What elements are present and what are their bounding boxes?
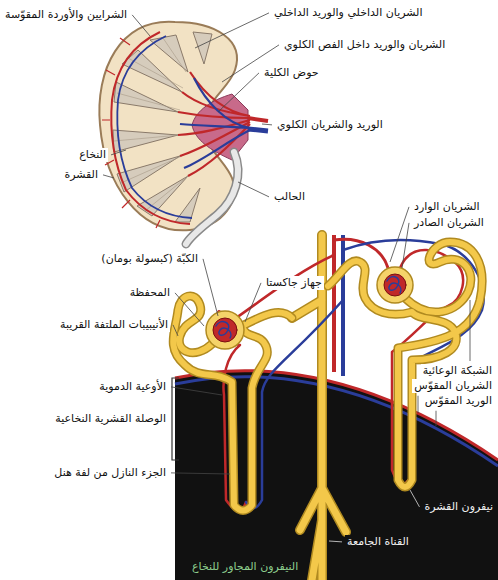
- pyramid-stripes: [114, 38, 188, 211]
- leader-line: [238, 182, 269, 197]
- part-label: الشريان الداخلي والوريد الداخلي: [272, 6, 425, 20]
- part-label: الشريان والوريد داخل الفص الكلوي: [282, 38, 447, 52]
- part-label: الوريد والشريان الكلوي: [275, 118, 385, 132]
- part-label: النيفرون المجاور للنخاع: [190, 560, 300, 574]
- part-label: الحالب: [272, 190, 307, 204]
- part-label: حوض الكلية: [262, 66, 321, 80]
- part-label: القناة الجامعة: [345, 535, 411, 549]
- renal-vein: [248, 129, 268, 131]
- interlobular-vein: [341, 235, 345, 376]
- arcuate-artery: [111, 32, 190, 224]
- pyramid: [114, 82, 178, 112]
- stripe: [114, 38, 188, 211]
- left-nephron: [173, 255, 343, 511]
- part-label: القشرة: [62, 168, 100, 182]
- tubule: [173, 296, 292, 511]
- leader-line: [195, 13, 269, 48]
- leader-line: [132, 15, 150, 36]
- leader-line: [418, 396, 419, 413]
- bracket: [172, 378, 179, 460]
- vasa-recta-vein: [246, 300, 343, 508]
- leader-line: [329, 541, 342, 543]
- leader-line: [203, 259, 218, 316]
- part-label: الكبّة (كبسولة بومان): [99, 252, 200, 266]
- part-label: المحفظة: [128, 286, 172, 300]
- glomerulus-coil: [216, 322, 231, 338]
- part-label: الأوعية الدموية: [97, 380, 168, 394]
- part-label: نيفرون القشرة: [422, 500, 495, 514]
- leader-line: [245, 283, 261, 322]
- leader-line: [390, 207, 409, 262]
- part-label: الوريد المقوّس: [423, 394, 494, 408]
- part-label: الشريان الوارد: [412, 200, 482, 214]
- leader-line: [103, 175, 114, 178]
- part-label: الشبكة الوعائية: [421, 364, 494, 378]
- part-label: النخاع: [77, 148, 108, 162]
- part-label: الأنيبيبات الملتفة القريبة: [58, 318, 170, 332]
- leader-line: [171, 473, 230, 474]
- leader-line: [410, 490, 419, 507]
- glomerulus: [384, 274, 406, 296]
- renal-artery: [248, 118, 268, 121]
- ureter: [186, 152, 238, 244]
- leader-line: [436, 411, 437, 426]
- leader-line: [470, 300, 471, 361]
- glomerulus: [213, 318, 237, 342]
- leader-line: [402, 223, 409, 268]
- leader-line: [173, 325, 178, 336]
- part-label: الجزء النازل من لفة هنل: [52, 466, 168, 480]
- part-label: الشريان الصادر: [412, 216, 486, 230]
- leader-line: [218, 73, 259, 112]
- pyramid: [113, 130, 178, 152]
- tubule-outline: [173, 296, 292, 511]
- part-label: الشرايين والأوردة المقوّسة: [3, 8, 129, 22]
- glomerulus-coil: [387, 277, 401, 293]
- bowman-capsule: [377, 267, 413, 303]
- bowman-capsule: [206, 311, 244, 349]
- ureter: [186, 152, 238, 244]
- part-label: جهاز جاكستا: [264, 276, 324, 290]
- part-label: الشريان المقوّس: [412, 379, 494, 393]
- part-label: الوصلة القشرية النخاعية: [53, 412, 168, 426]
- leader-line: [262, 124, 272, 126]
- arcuate-vein: [117, 36, 192, 218]
- interlobular-artery: [102, 38, 160, 228]
- leader-line: [175, 293, 204, 326]
- leader-line: [111, 150, 126, 155]
- leader-line: [171, 387, 222, 395]
